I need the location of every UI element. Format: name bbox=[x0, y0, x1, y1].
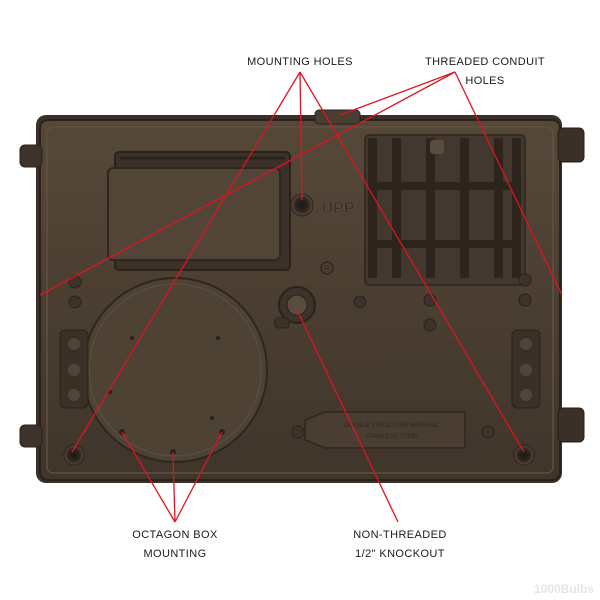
left-slot-column bbox=[59, 329, 89, 409]
leader-threaded-2 bbox=[39, 71, 456, 296]
octagon-plate-inner bbox=[88, 283, 262, 457]
plate-line-2: STAINLESS STEEL bbox=[365, 434, 419, 440]
embossed-logo: UPP bbox=[322, 200, 355, 217]
label-mounting-holes: MOUNTING HOLES bbox=[247, 56, 353, 68]
mounting-hole-bottom-right bbox=[513, 444, 535, 466]
body-bosses bbox=[68, 273, 532, 439]
top-tab bbox=[314, 109, 361, 125]
label-octagon-box-mounting: OCTAGON BOX MOUNTING bbox=[132, 529, 218, 560]
leader-mounting-1 bbox=[299, 71, 303, 201]
label-non-threaded-knockout: NON-THREADED 1/2" KNOCKOUT bbox=[353, 529, 447, 560]
leader-mounting-2 bbox=[71, 71, 301, 453]
plate-line-1: DOUBLE STRUCTURE MATERIAL bbox=[345, 423, 440, 429]
leader-threaded-3 bbox=[454, 71, 563, 296]
knockout bbox=[274, 286, 316, 329]
octagon-plate bbox=[82, 277, 268, 463]
mounting-hole-bottom-left bbox=[63, 444, 85, 466]
label-threaded-conduit-holes: THREADED CONDUIT HOLES bbox=[424, 56, 546, 87]
left-tab-top bbox=[19, 144, 43, 168]
leader-octagon-1 bbox=[121, 431, 176, 523]
leader-octagon-2 bbox=[172, 451, 176, 523]
leader-octagon-3 bbox=[174, 431, 223, 523]
left-tab-bottom bbox=[19, 424, 43, 448]
housing-rim bbox=[46, 126, 554, 474]
rating-plate: DOUBLE STRUCTURE MATERIAL STAINLESS STEE… bbox=[304, 411, 466, 449]
embossed-r-circle bbox=[320, 261, 334, 275]
cover-plate bbox=[107, 167, 281, 261]
right-hinge-bottom bbox=[557, 407, 585, 443]
right-slot-column bbox=[511, 329, 541, 409]
watermark: 1000Bulbs bbox=[533, 582, 594, 596]
leader-lines bbox=[39, 71, 563, 523]
right-hinge-top bbox=[557, 127, 585, 163]
leader-threaded-1 bbox=[339, 71, 456, 116]
embossed-r: R bbox=[324, 264, 330, 273]
rib-structure bbox=[364, 134, 526, 286]
leader-knockout bbox=[296, 309, 399, 523]
